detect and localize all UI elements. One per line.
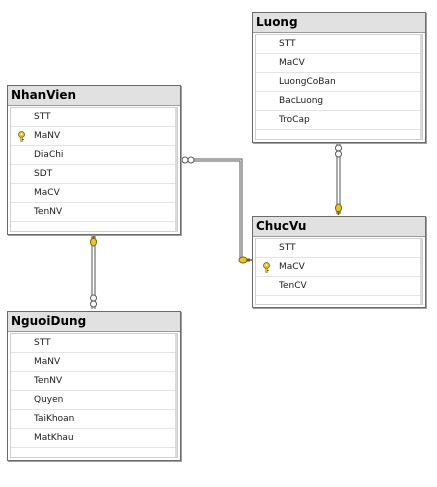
infinity-endpoint: [335, 144, 342, 158]
scrollbar[interactable]: [420, 239, 422, 304]
table-nguoidung[interactable]: NguoiDung STT MaNV TenNV Quyen TaiKhoan …: [7, 311, 181, 461]
column-name: STT: [34, 338, 51, 348]
infinity-endpoint: [181, 156, 195, 164]
column-name: TenNV: [34, 207, 63, 217]
key-endpoint: [90, 236, 97, 247]
column-name: MatKhau: [34, 433, 74, 443]
primary-key-icon: [18, 131, 25, 142]
column-name: MaCV: [279, 262, 305, 272]
column-row[interactable]: TenCV: [256, 277, 422, 296]
column-row[interactable]: TaiKhoan: [11, 410, 177, 429]
table-title: NguoiDung: [8, 312, 180, 332]
column-row[interactable]: TenNV: [11, 372, 177, 391]
column-list: STT MaNV TenNV Quyen TaiKhoan MatKhau: [10, 333, 178, 458]
column-row[interactable]: MaNV: [11, 353, 177, 372]
column-row[interactable]: MaCV: [256, 258, 422, 277]
column-name: TaiKhoan: [34, 414, 75, 424]
table-title: NhanVien: [8, 86, 180, 106]
column-name: DiaChi: [34, 150, 64, 160]
table-chucvu[interactable]: ChucVu STT MaCV TenCV: [252, 216, 426, 308]
column-name: LuongCoBan: [279, 77, 336, 87]
table-luong[interactable]: Luong STT MaCV LuongCoBan BacLuong TroCa…: [252, 12, 426, 143]
column-row[interactable]: STT: [11, 334, 177, 353]
column-row[interactable]: TroCap: [256, 111, 422, 130]
infinity-endpoint: [90, 294, 97, 308]
column-list: STT MaCV LuongCoBan BacLuong TroCap: [255, 34, 423, 140]
column-name: MaCV: [279, 58, 305, 68]
column-row[interactable]: LuongCoBan: [256, 73, 422, 92]
column-row[interactable]: STT: [256, 35, 422, 54]
column-name: TenCV: [279, 281, 307, 291]
scrollbar[interactable]: [420, 35, 422, 139]
column-list: STT MaNV DiaChi SDT MaCV TenNV: [10, 107, 178, 232]
table-nhanvien[interactable]: NhanVien STT MaNV DiaChi SDT MaCV TenNV: [7, 85, 181, 235]
column-name: MaCV: [34, 188, 60, 198]
column-list: STT MaCV TenCV: [255, 238, 423, 305]
column-row[interactable]: MaCV: [256, 54, 422, 73]
column-name: STT: [279, 243, 296, 253]
column-row[interactable]: BacLuong: [256, 92, 422, 111]
key-endpoint: [335, 203, 342, 215]
relationship-luong-chucvu[interactable]: [335, 144, 342, 215]
column-name: Quyen: [34, 395, 64, 405]
column-name: BacLuong: [279, 96, 324, 106]
scrollbar[interactable]: [175, 334, 177, 457]
table-title: ChucVu: [253, 217, 425, 237]
column-name: MaNV: [34, 131, 61, 141]
scrollbar[interactable]: [175, 108, 177, 231]
relationship-nhanvien-chucvu[interactable]: [181, 156, 252, 264]
column-row[interactable]: MatKhau: [11, 429, 177, 448]
column-name: TenNV: [34, 376, 63, 386]
column-row[interactable]: TenNV: [11, 203, 177, 222]
table-title: Luong: [253, 13, 425, 33]
column-row[interactable]: SDT: [11, 165, 177, 184]
column-row[interactable]: DiaChi: [11, 146, 177, 165]
column-name: SDT: [34, 169, 53, 179]
primary-key-icon: [263, 262, 270, 273]
column-row[interactable]: MaCV: [11, 184, 177, 203]
column-name: MaNV: [34, 357, 61, 367]
relationship-nguoidung-nhanvien[interactable]: [90, 236, 97, 309]
column-row[interactable]: MaNV: [11, 127, 177, 146]
key-endpoint: [238, 256, 252, 264]
column-name: TroCap: [279, 115, 310, 125]
column-name: STT: [279, 39, 296, 49]
column-row[interactable]: STT: [11, 108, 177, 127]
column-row[interactable]: STT: [256, 239, 422, 258]
column-row[interactable]: Quyen: [11, 391, 177, 410]
column-name: STT: [34, 112, 51, 122]
